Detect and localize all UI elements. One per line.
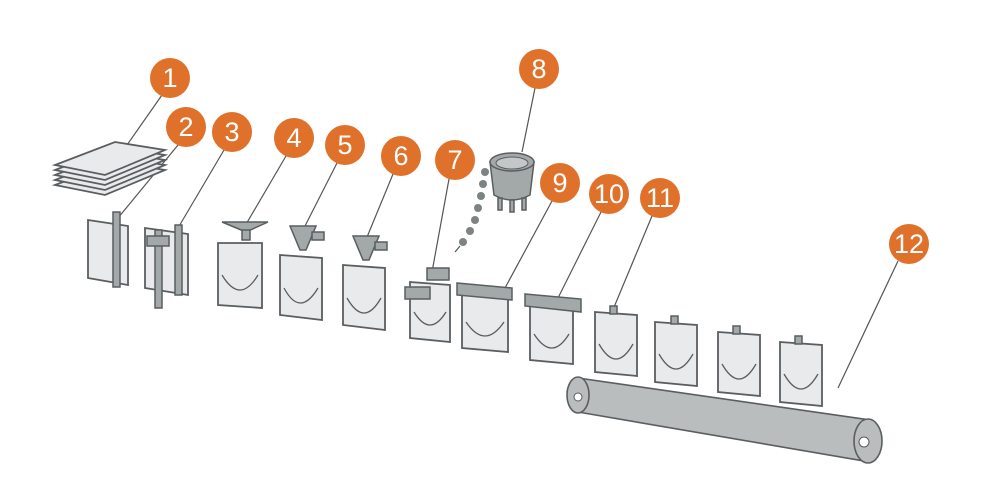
step-number: 12 <box>894 229 924 259</box>
pouch-stack <box>51 141 169 196</box>
step-number: 6 <box>393 141 408 171</box>
step-badge-11: 11 <box>640 178 680 218</box>
step-badge-5: 5 <box>325 125 365 165</box>
step-number: 7 <box>447 145 462 175</box>
leader-lines <box>117 87 899 389</box>
filling-stations <box>217 221 451 343</box>
step-number: 2 <box>178 112 193 142</box>
sealing-stations <box>456 282 582 365</box>
step-badge-1: 1 <box>150 58 190 98</box>
conveyor-belt <box>566 376 883 464</box>
step-badge-3: 3 <box>212 112 252 152</box>
step-badge-6: 6 <box>381 136 421 176</box>
step-badge-10: 10 <box>589 174 629 214</box>
step-number: 3 <box>224 117 239 147</box>
step-number: 11 <box>646 183 674 213</box>
step-badge-12: 12 <box>889 224 929 264</box>
step-number: 9 <box>552 168 567 198</box>
step-number: 10 <box>594 179 624 209</box>
step-badge-9: 9 <box>540 163 580 203</box>
step-badge-2: 2 <box>166 107 206 147</box>
bag-opening-station <box>87 211 189 309</box>
step-badge-8: 8 <box>519 49 559 89</box>
step-number: 8 <box>531 54 546 84</box>
step-badge-7: 7 <box>435 140 475 180</box>
step-number: 5 <box>337 130 352 160</box>
cap-feeder-bowl <box>454 152 535 253</box>
finished-pouches <box>594 305 823 407</box>
step-number: 4 <box>286 123 301 153</box>
step-badge-4: 4 <box>274 118 314 158</box>
step-number: 1 <box>162 63 177 93</box>
